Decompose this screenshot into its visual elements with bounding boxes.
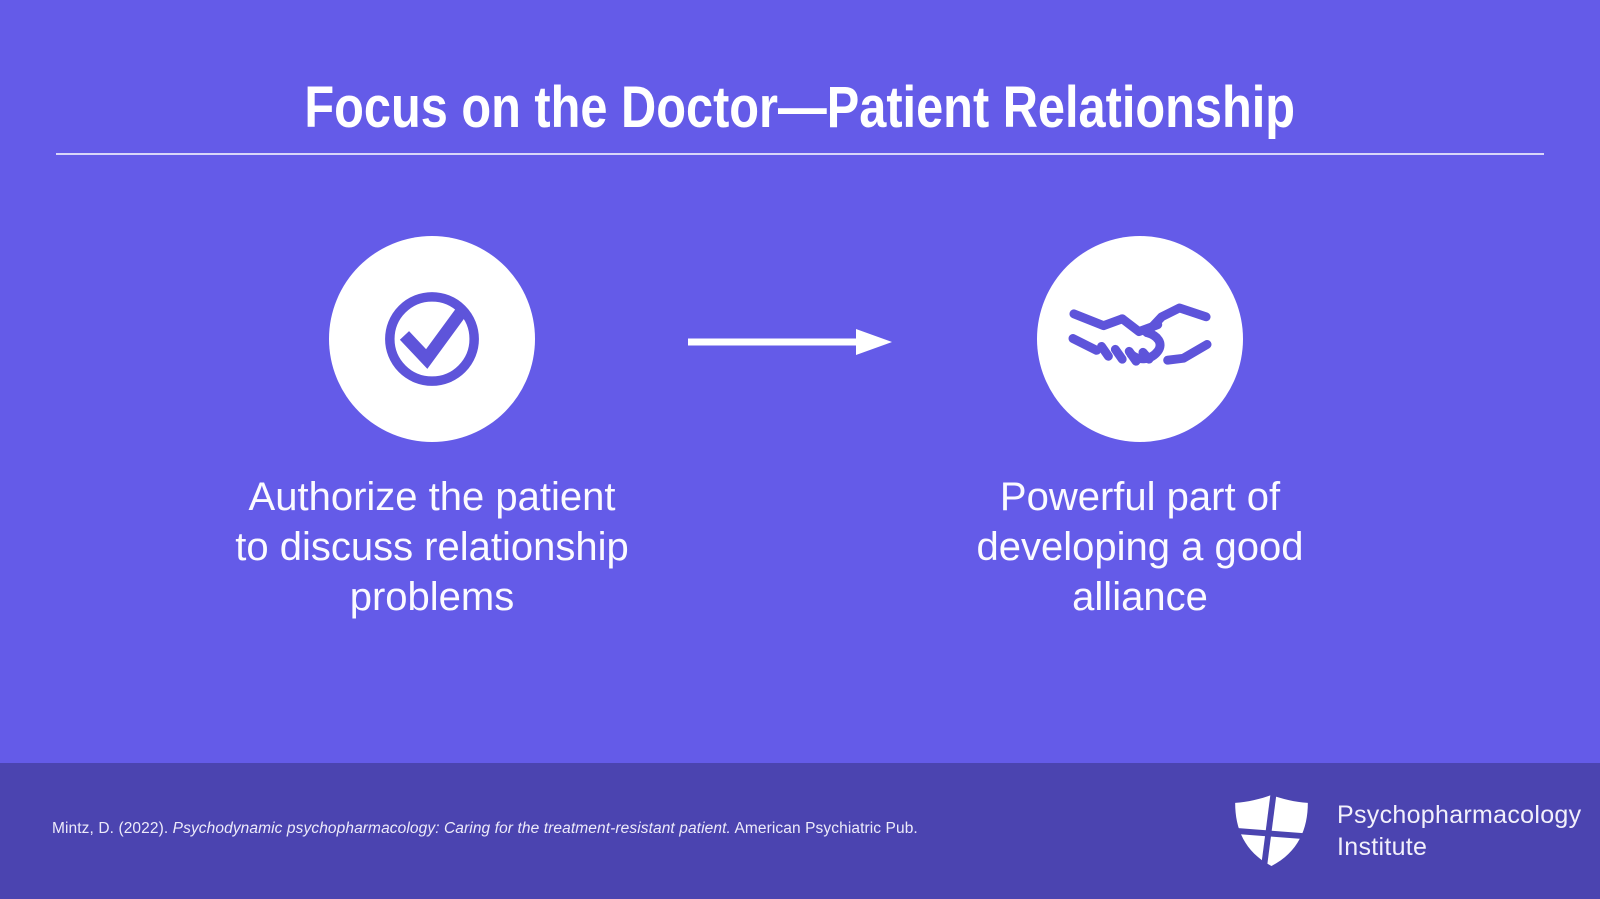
citation-title: Psychodynamic psychopharmacology: Caring… xyxy=(172,820,731,837)
title-wrap: Focus on the Doctor—Patient Relationship xyxy=(0,74,1600,141)
logo: Psychopharmacology Institute xyxy=(1232,792,1581,869)
logo-line1: Psychopharmacology xyxy=(1337,800,1582,829)
footer: Mintz, D. (2022). Psychodynamic psychoph… xyxy=(0,763,1600,899)
logo-text: Psychopharmacology Institute xyxy=(1337,799,1581,863)
check-circle-icon xyxy=(385,292,479,386)
citation-prefix: Mintz, D. (2022). xyxy=(52,820,173,837)
caption-alliance: Powerful part of developing a good allia… xyxy=(976,475,1304,619)
handshake-badge xyxy=(1037,236,1243,442)
check-circle-badge xyxy=(329,236,535,442)
logo-line2: Institute xyxy=(1337,832,1428,861)
caption-authorize: Authorize the patient to discuss relatio… xyxy=(235,475,629,619)
title-divider xyxy=(56,153,1544,155)
shield-icon xyxy=(1232,792,1311,869)
citation-suffix: American Psychiatric Pub. xyxy=(730,820,918,837)
page-title: Focus on the Doctor—Patient Relationship xyxy=(304,75,1296,140)
handshake-icon xyxy=(1068,303,1212,366)
arrow-right-icon xyxy=(688,329,892,355)
citation: Mintz, D. (2022). Psychodynamic psychoph… xyxy=(52,820,918,838)
